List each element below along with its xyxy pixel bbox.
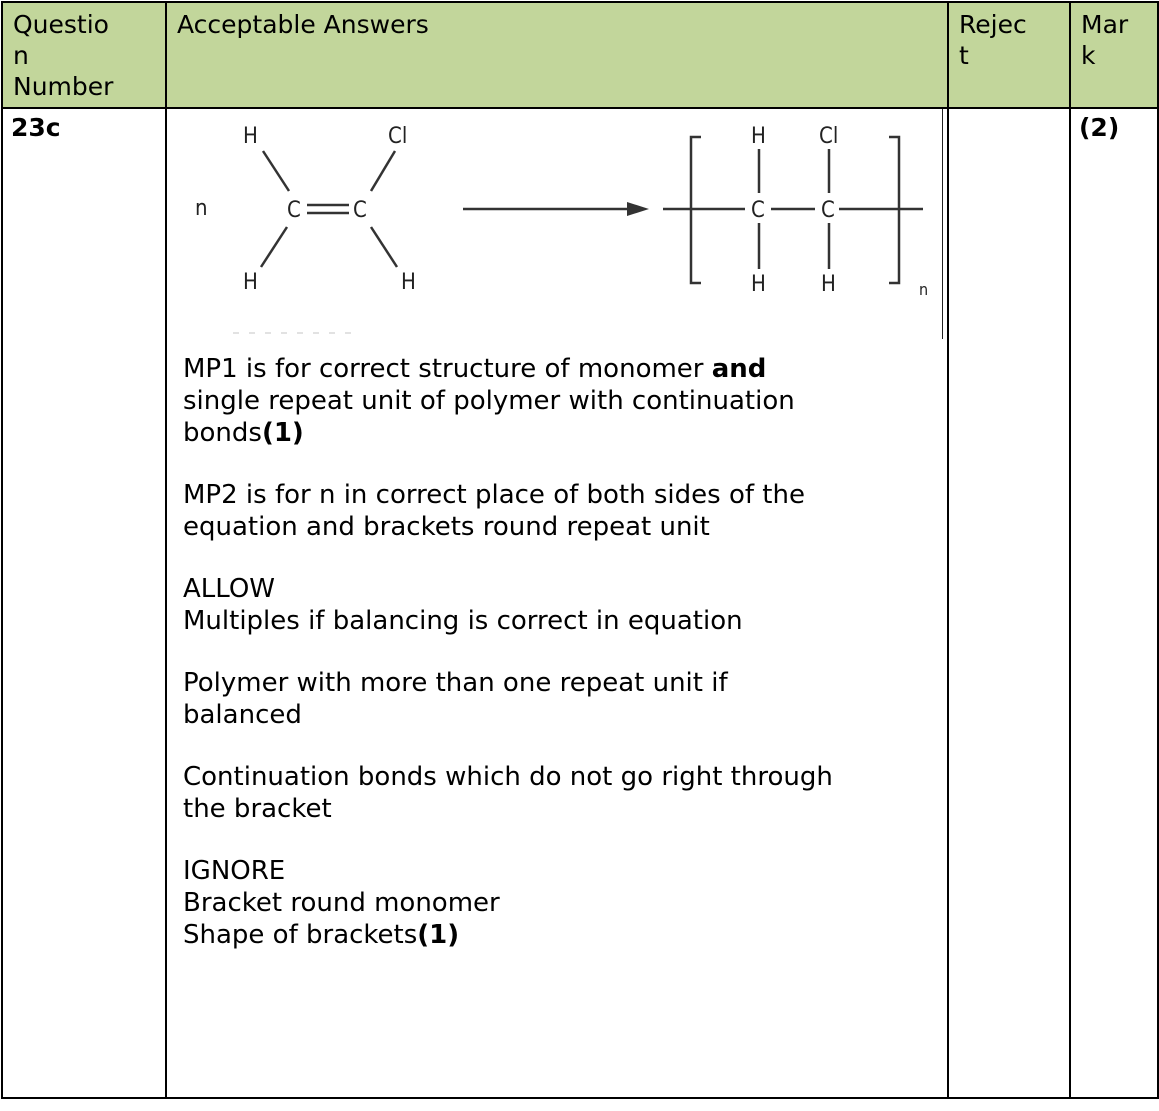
monomer-h-bottom-left: H xyxy=(243,270,258,295)
reaction-arrow-head xyxy=(627,202,649,216)
header-row: Questio n Number Acceptable Answers Reje… xyxy=(1,1,1159,109)
header-reject-label: Rejec t xyxy=(959,10,1027,70)
allow-item-1: Multiples if balancing is correct in equ… xyxy=(183,606,743,636)
header-mark-label: Mar k xyxy=(1081,10,1129,70)
mp1-text-start: MP1 is for correct structure of monomer xyxy=(183,354,712,384)
allow-item-3-line2: the bracket xyxy=(183,794,332,824)
polymer-cl-top-right: Cl xyxy=(819,124,838,149)
mp1-bold-and: and xyxy=(711,354,767,384)
ignore-block: IGNORE Bracket round monomer Shape of br… xyxy=(183,855,937,951)
polymer-h-bottom-left: H xyxy=(751,272,766,297)
polymer-c-left: C xyxy=(751,198,765,223)
polymer-subscript: n xyxy=(919,280,928,299)
allow-item-3-line1: Continuation bonds which do not go right… xyxy=(183,762,833,792)
mp2-paragraph: MP2 is for n in correct place of both si… xyxy=(183,479,937,543)
header-question-number-label: Questio n Number xyxy=(13,10,114,101)
monomer-coefficient: n xyxy=(195,196,208,221)
header-reject: Rejec t xyxy=(947,1,1071,109)
answer-row: 23c n H Cl C C H H H Cl xyxy=(1,107,1159,1099)
question-number: 23c xyxy=(11,113,61,142)
answers-content: n H Cl C C H H H Cl C C H H n xyxy=(167,109,947,951)
ignore-heading: IGNORE xyxy=(183,856,286,886)
mp2-line2: equation and brackets round repeat unit xyxy=(183,512,710,542)
allow-heading: ALLOW xyxy=(183,574,276,604)
ignore-mark: (1) xyxy=(417,920,460,950)
polymer-c-right: C xyxy=(821,198,835,223)
mp1-paragraph: MP1 is for correct structure of monomer … xyxy=(183,353,937,449)
monomer-h-top-left: H xyxy=(243,124,258,149)
bond-c-h-bottom-right xyxy=(369,226,399,268)
monomer-h-bottom-right: H xyxy=(401,270,416,295)
bond-c-cl-top-right xyxy=(369,150,397,192)
allow-block: ALLOW Multiples if balancing is correct … xyxy=(183,573,937,637)
ignore-item-2: Shape of brackets xyxy=(183,920,418,950)
allow-item-2: Polymer with more than one repeat unit i… xyxy=(183,667,937,731)
polymerisation-diagram: n H Cl C C H H H Cl C C H H n xyxy=(195,109,943,339)
allow-item-3: Continuation bonds which do not go right… xyxy=(183,761,937,825)
monomer-c-left: C xyxy=(287,198,301,223)
bracket-right xyxy=(889,135,901,285)
allow-item-2-line2: balanced xyxy=(183,700,302,730)
header-acceptable-answers-label: Acceptable Answers xyxy=(177,10,429,39)
question-number-cell: 23c xyxy=(1,107,167,1099)
total-mark: (2) xyxy=(1079,113,1120,142)
mp1-line2: single repeat unit of polymer with conti… xyxy=(183,386,795,416)
bond-h-c-bottom-left xyxy=(259,226,289,268)
reject-cell xyxy=(947,107,1071,1099)
mp1-mark: (1) xyxy=(261,418,304,448)
monomer-cl-top-right: Cl xyxy=(388,124,407,149)
reject-value xyxy=(949,109,1069,115)
mark-cell: (2) xyxy=(1069,107,1159,1099)
ignore-item-1: Bracket round monomer xyxy=(183,888,500,918)
header-mark: Mar k xyxy=(1069,1,1159,109)
bracket-left xyxy=(689,135,701,285)
polymer-h-bottom-right: H xyxy=(821,272,836,297)
polymer-h-top-left: H xyxy=(751,124,766,149)
mp2-line1: MP2 is for n in correct place of both si… xyxy=(183,480,805,510)
monomer-c-right: C xyxy=(353,198,367,223)
bond-h-c-top-left xyxy=(261,150,291,192)
acceptable-answers-cell: n H Cl C C H H H Cl C C H H n xyxy=(165,107,949,1099)
mp1-line3: bonds xyxy=(183,418,262,448)
header-acceptable-answers: Acceptable Answers xyxy=(165,1,949,109)
header-question-number: Questio n Number xyxy=(1,1,167,109)
allow-item-2-line1: Polymer with more than one repeat unit i… xyxy=(183,668,728,698)
